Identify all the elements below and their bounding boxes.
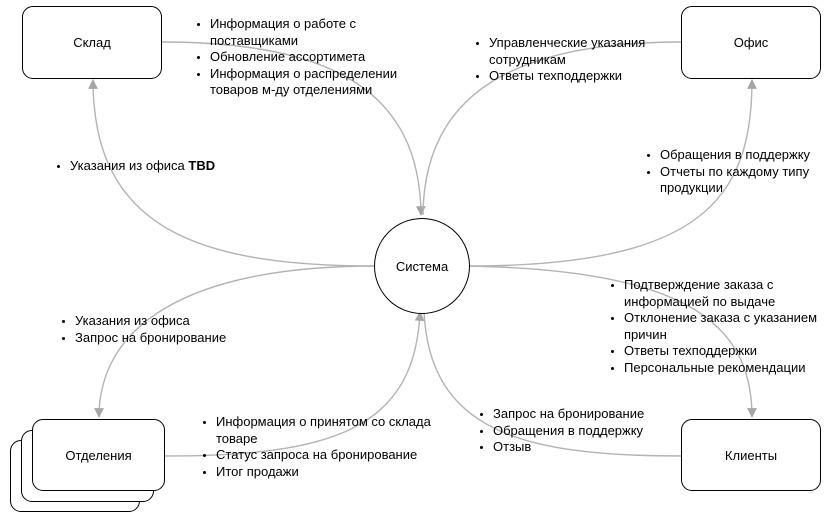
list-item: Итог продажи bbox=[216, 464, 456, 481]
list-item: Обращения в поддержку bbox=[493, 423, 693, 440]
list-item: Отзыв bbox=[493, 439, 693, 456]
label-text: Указания из офиса bbox=[70, 158, 189, 173]
label-system-to-warehouse: Указания из офиса TBD bbox=[52, 158, 290, 175]
list-item: Обновление ассортимета bbox=[210, 49, 430, 66]
label-office-to-system: Управленческие указания сотрудникам Отве… bbox=[471, 35, 689, 85]
label-bold-text: TBD bbox=[188, 158, 216, 173]
node-clients[interactable]: Клиенты bbox=[681, 419, 821, 491]
node-system[interactable]: Система bbox=[374, 218, 470, 314]
list-item: Указания из офиса TBD bbox=[70, 158, 290, 175]
edge-warehouse-to-system bbox=[161, 41, 426, 216]
label-system-to-clients: Подтверждение заказа с информацией по вы… bbox=[606, 277, 824, 376]
edge-system-to-warehouse bbox=[88, 79, 377, 267]
list-item: Ответы техподдержки bbox=[489, 68, 689, 85]
edge-clients-to-system bbox=[423, 311, 682, 457]
list-item: Статус запроса на бронирование bbox=[216, 447, 456, 464]
list-item: Указания из офиса bbox=[75, 313, 315, 330]
list-item: Управленческие указания сотрудникам bbox=[489, 35, 689, 68]
label-system-to-office: Обращения в поддержку Отчеты по каждому … bbox=[642, 147, 833, 197]
list-item: Информация о принятом со склада товаре bbox=[216, 414, 456, 447]
node-branches[interactable]: Отделения bbox=[32, 419, 165, 491]
edge-branches-to-system bbox=[164, 311, 425, 457]
list-item: Информация о распределении товаров м-ду … bbox=[210, 66, 430, 99]
node-office[interactable]: Офис bbox=[681, 6, 821, 79]
list-item: Запрос на бронирование bbox=[75, 330, 315, 347]
node-warehouse[interactable]: Склад bbox=[22, 6, 162, 79]
node-office-label: Офис bbox=[733, 35, 769, 50]
node-warehouse-label: Склад bbox=[73, 35, 111, 50]
label-clients-to-system: Запрос на бронирование Обращения в подде… bbox=[475, 406, 693, 456]
list-item: Запрос на бронирование bbox=[493, 406, 693, 423]
list-item: Отклонение заказа с указанием причин bbox=[624, 310, 824, 343]
list-item: Ответы техподдержки bbox=[624, 343, 824, 360]
node-clients-label: Клиенты bbox=[724, 447, 778, 463]
list-item: Подтверждение заказа с информацией по вы… bbox=[624, 277, 824, 310]
list-item: Персональные рекомендации bbox=[624, 360, 824, 377]
label-branches-to-system: Информация о принятом со склада товаре С… bbox=[198, 414, 456, 480]
node-branches-label: Отделения bbox=[65, 447, 132, 463]
list-item: Отчеты по каждому типу продукции bbox=[660, 164, 833, 197]
edge-office-to-system bbox=[422, 41, 682, 216]
label-warehouse-to-system: Информация о работе с поставщиками Обнов… bbox=[192, 16, 430, 99]
list-item: Информация о работе с поставщиками bbox=[210, 16, 430, 49]
node-system-label: Система bbox=[395, 258, 449, 274]
edge-system-to-clients bbox=[467, 265, 757, 418]
edge-system-to-branches bbox=[94, 265, 377, 418]
list-item: Обращения в поддержку bbox=[660, 147, 833, 164]
label-system-to-branches: Указания из офиса Запрос на бронирование bbox=[57, 313, 315, 346]
edge-system-to-office bbox=[467, 79, 757, 267]
